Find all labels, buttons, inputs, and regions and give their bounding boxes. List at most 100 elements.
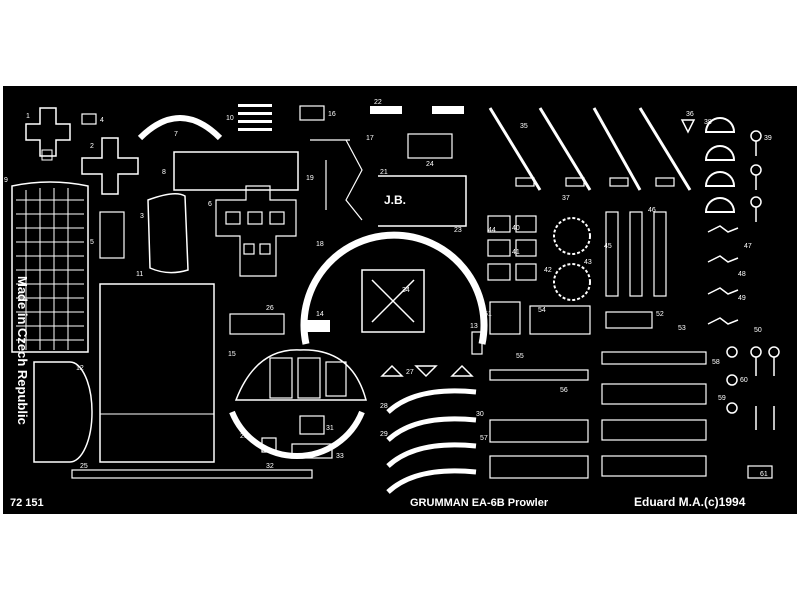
part-label-60: 60 <box>740 377 748 384</box>
part-31 <box>299 415 325 435</box>
part-label-16: 16 <box>328 111 336 118</box>
part-label-61: 61 <box>760 471 768 478</box>
part-5 <box>99 211 125 259</box>
part-frame-19 <box>378 175 467 227</box>
part-clips-47 <box>707 225 739 325</box>
part-52 <box>605 311 653 329</box>
part-label-2: 2 <box>90 143 94 150</box>
part-label-57: 57 <box>480 435 488 442</box>
part-13 <box>471 331 483 355</box>
part-curved-strips-28 <box>386 388 477 494</box>
part-3 <box>147 193 189 274</box>
part-label-14: 14 <box>316 311 324 318</box>
part-label-23: 23 <box>454 227 462 234</box>
part-ladder-17 <box>310 139 363 221</box>
part-label-11: 11 <box>136 271 143 278</box>
part-label-4: 4 <box>100 117 104 124</box>
part-label-41: 41 <box>512 249 520 256</box>
part-long-strips-46 <box>605 211 667 297</box>
part-label-30: 30 <box>476 411 484 418</box>
part-grid-panel-9 <box>11 181 89 353</box>
part-57b <box>489 455 589 479</box>
part-horseshoe-18 <box>300 231 488 345</box>
part-label-20: 20 <box>240 433 248 440</box>
part-36 <box>680 119 696 134</box>
part-22b <box>432 106 464 114</box>
sheet-credit: Eduard M.A.(c)1994 <box>634 495 746 509</box>
vertical-origin-text: Made in Czech Republic <box>15 276 30 425</box>
panel-marking: J.B. <box>384 193 406 207</box>
part-cross-2 <box>81 137 139 195</box>
part-label-22: 22 <box>374 99 382 106</box>
part-24 <box>407 133 453 159</box>
part-56 <box>489 369 589 381</box>
part-label-43: 43 <box>584 259 592 266</box>
part-label-5: 5 <box>90 239 94 246</box>
part-label-38: 38 <box>704 119 712 126</box>
part-label-29: 29 <box>380 431 388 438</box>
part-label-31: 31 <box>326 425 334 432</box>
part-label-36: 36 <box>686 111 694 118</box>
part-label-54: 54 <box>538 307 546 314</box>
part-label-10: 10 <box>226 115 234 122</box>
part-canopy-34 <box>361 269 425 333</box>
part-brackets-37 <box>515 177 675 187</box>
part-label-34: 34 <box>402 287 410 294</box>
part-arc-7 <box>137 115 223 141</box>
part-14 <box>304 320 330 332</box>
part-22 <box>370 106 402 114</box>
part-cockpit-15 <box>234 349 367 401</box>
part-label-48: 48 <box>738 271 746 278</box>
part-domes-38 <box>704 117 736 213</box>
part-gear-43 <box>553 217 591 255</box>
part-strip-8 <box>173 151 299 191</box>
part-label-40: 40 <box>512 225 520 232</box>
part-32 <box>261 437 277 453</box>
part-label-3: 3 <box>140 213 144 220</box>
part-horseshoe-20 <box>229 410 365 460</box>
part-label-52: 52 <box>656 311 664 318</box>
part-26 <box>229 313 285 335</box>
part-label-18: 18 <box>316 241 324 248</box>
part-12 <box>33 361 93 463</box>
part-label-44: 44 <box>488 227 496 234</box>
part-54 <box>489 301 591 335</box>
part-label-9: 9 <box>4 177 8 184</box>
part-label-39: 39 <box>764 135 772 142</box>
part-label-32: 32 <box>266 463 274 470</box>
part-cross-1 <box>25 107 71 161</box>
part-gear-43b <box>553 263 591 301</box>
part-number-labels: 1 2 3 4 5 6 7 8 9 10 11 12 13 14 15 16 1… <box>4 99 772 478</box>
part-label-59: 59 <box>718 395 726 402</box>
fret-plate <box>3 86 797 514</box>
part-strip-25 <box>71 469 313 479</box>
part-label-37: 37 <box>562 195 570 202</box>
part-label-45: 45 <box>604 243 612 250</box>
part-label-17: 17 <box>366 135 374 142</box>
part-4 <box>81 113 97 125</box>
part-label-49: 49 <box>738 295 746 302</box>
part-label-1: 1 <box>26 113 30 120</box>
part-label-42: 42 <box>544 267 552 274</box>
part-triangles-27 <box>380 364 474 378</box>
part-label-13: 13 <box>470 323 478 330</box>
part-label-58: 58 <box>712 359 720 366</box>
part-pins-39 <box>750 130 762 222</box>
part-label-46: 46 <box>648 207 656 214</box>
part-label-26: 26 <box>266 305 274 312</box>
part-16 <box>299 105 325 121</box>
part-57 <box>489 419 589 443</box>
part-label-50: 50 <box>754 327 762 334</box>
part-label-51: 51 <box>484 311 492 318</box>
part-label-21: 21 <box>380 169 388 176</box>
part-label-27: 27 <box>406 369 414 376</box>
part-label-7: 7 <box>174 131 178 138</box>
part-plates-58 <box>601 351 707 477</box>
part-label-15: 15 <box>228 351 236 358</box>
part-hooks-59 <box>726 346 780 430</box>
part-boxes-40 <box>487 215 537 281</box>
part-label-47: 47 <box>744 243 752 250</box>
sheet-title: GRUMMAN EA-6B Prowler <box>410 497 549 509</box>
part-label-56: 56 <box>560 387 568 394</box>
